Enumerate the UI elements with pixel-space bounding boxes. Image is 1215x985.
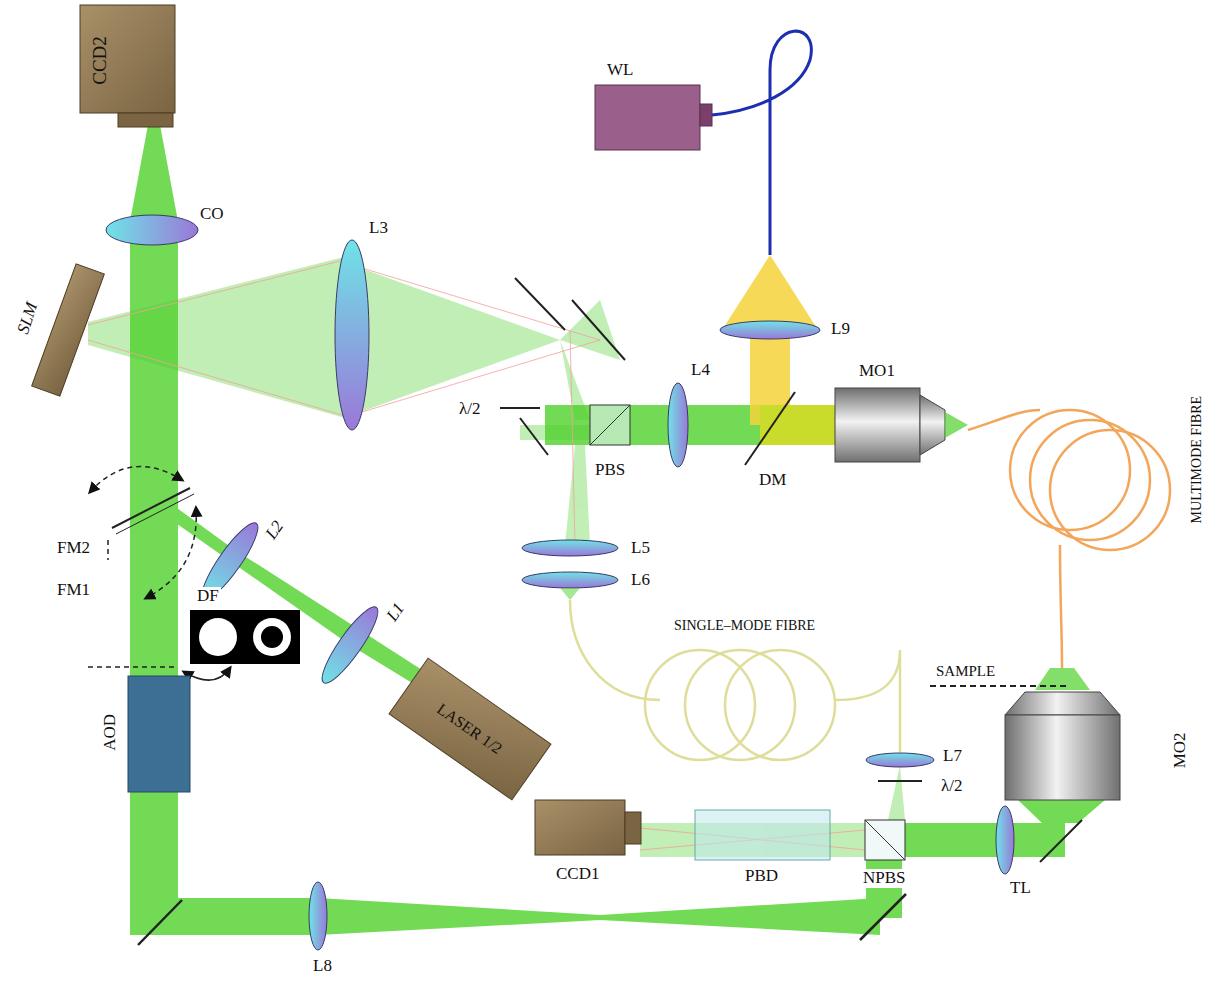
flip-mirror-alt [107, 540, 109, 560]
beam-splitter-cube [590, 405, 630, 445]
lens [996, 806, 1014, 874]
lens [866, 753, 934, 767]
annular-aperture [253, 618, 291, 656]
flip-arrow [90, 467, 182, 492]
device-name: AOD [101, 712, 120, 753]
filter-wheel [190, 610, 300, 664]
objective-nose [920, 395, 945, 455]
mirror-name: DM [757, 471, 788, 490]
objective-name: MO2 [1171, 730, 1190, 770]
mirror [1040, 820, 1082, 862]
wave-plate [878, 780, 922, 782]
flip-arrow [146, 508, 196, 598]
lens [106, 215, 198, 245]
slm-device [32, 264, 105, 396]
camera-name: CCD1 [554, 865, 601, 884]
laser-beams [128, 125, 1105, 935]
camera-name: CCD2 [90, 34, 111, 87]
mirror-name: FM2 [55, 539, 92, 558]
sample-name: SAMPLE [934, 663, 997, 680]
displacer-name: PBD [743, 867, 780, 886]
splitter-diagonal [865, 820, 905, 860]
objective-body [835, 388, 920, 462]
focus-cone [560, 588, 580, 600]
laser-body [389, 658, 551, 800]
camera-body [535, 800, 625, 855]
lens [315, 601, 386, 689]
objective-body [1005, 715, 1120, 800]
splitter-diagonal [590, 405, 630, 445]
device-name: SLM [14, 298, 43, 338]
waveplate-name: λ/2 [939, 777, 964, 796]
camera-lens-mount [625, 812, 641, 844]
laser-name: LASER 1/2 [432, 699, 507, 759]
filter-plane [88, 666, 178, 668]
waveplate-name: λ/2 [457, 400, 482, 419]
camera-body [80, 5, 175, 113]
lens-name: L9 [829, 320, 852, 339]
delivery-fibre [712, 31, 811, 255]
annular-stop [261, 626, 283, 648]
ray-lines [88, 258, 865, 850]
lens [522, 572, 618, 588]
lens [335, 240, 369, 430]
lens-name: L4 [689, 361, 712, 380]
lens-name: L1 [382, 598, 410, 627]
splitter-name: PBS [593, 461, 627, 480]
lens-name: CO [198, 205, 226, 224]
filter-name: DF [195, 587, 221, 606]
mirror [860, 894, 906, 940]
mirrors [500, 278, 795, 465]
lens-name: L2 [261, 516, 289, 545]
white-light-source [595, 85, 700, 150]
objective-name: MO1 [857, 362, 897, 381]
lens [309, 882, 327, 950]
slm-beams [88, 255, 905, 857]
lens-name: L6 [629, 571, 652, 590]
lens [720, 321, 820, 339]
filter-arrow [184, 668, 230, 680]
sample-plane [930, 685, 1070, 687]
focus-cone [945, 412, 968, 438]
single-mode-fibre [570, 600, 900, 760]
fibre-port [700, 104, 712, 126]
multimode-fibre [968, 410, 1170, 668]
open-aperture [199, 618, 237, 656]
objective-nose [1005, 692, 1120, 715]
lens-name: L8 [311, 957, 334, 976]
aod-device [128, 676, 190, 792]
flip-mirror [112, 488, 190, 528]
camera-lens-mount [118, 113, 173, 127]
mirror [138, 900, 182, 945]
fibre-name: MULTIMODE FIBRE [1189, 394, 1204, 525]
fibre-name: SINGLE–MODE FIBRE [672, 618, 817, 633]
flip-mirror [116, 494, 194, 534]
beam-splitter-cube [865, 820, 905, 860]
lens [195, 517, 266, 605]
splitter-name: NPBS [861, 869, 908, 888]
mirror-name: FM1 [55, 581, 92, 600]
source-name: WL [605, 61, 635, 80]
lens-name: TL [1008, 879, 1033, 898]
lens-name: L7 [941, 747, 964, 766]
white-light-cone [722, 255, 818, 330]
lens-name: L5 [629, 539, 652, 558]
lens [668, 383, 688, 467]
lens [522, 540, 618, 556]
lens-name: L3 [367, 219, 390, 238]
beam-displacer [695, 810, 830, 860]
